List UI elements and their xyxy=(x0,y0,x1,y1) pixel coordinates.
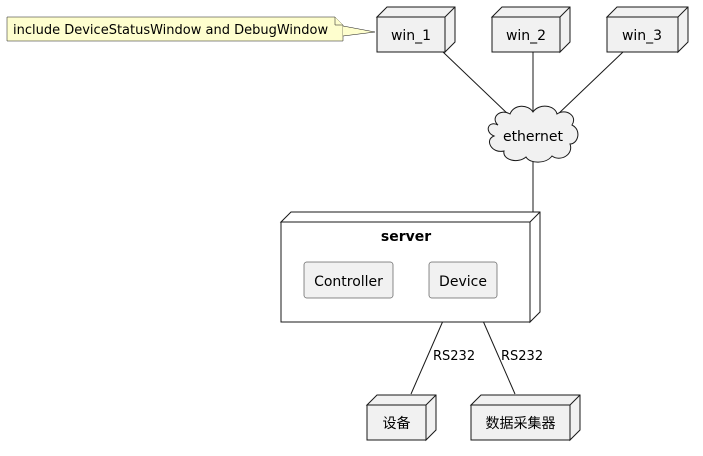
cloud-ethernet: ethernet xyxy=(487,105,579,163)
node-collector-cn-label: 数据采集器 xyxy=(486,415,556,432)
node-win-3-label: win_3 xyxy=(622,28,662,44)
cloud-ethernet-label: ethernet xyxy=(503,129,564,145)
link-label-rs232-a: RS232 xyxy=(433,349,475,364)
node-device-cn: 设备 xyxy=(365,394,437,442)
node-server: server Controller Device xyxy=(279,211,541,324)
node-win-2-label: win_2 xyxy=(506,28,546,44)
node-collector-cn: 数据采集器 xyxy=(469,394,581,442)
node-win-3: win_3 xyxy=(605,6,689,54)
component-device-label: Device xyxy=(439,274,487,290)
edge-win3-ethernet xyxy=(555,51,624,117)
component-controller: Controller xyxy=(303,261,394,299)
node-win-1-label: win_1 xyxy=(391,28,431,44)
server-title: server xyxy=(381,229,431,245)
note-text: include DeviceStatusWindow and DebugWind… xyxy=(13,23,328,38)
component-device: Device xyxy=(428,261,498,299)
node-device-cn-label: 设备 xyxy=(383,415,411,432)
link-label-rs232-b: RS232 xyxy=(501,349,543,364)
component-controller-label: Controller xyxy=(314,274,383,290)
node-win-1: win_1 xyxy=(375,6,456,54)
note: include DeviceStatusWindow and DebugWind… xyxy=(6,16,376,42)
edge-win1-ethernet xyxy=(442,51,511,117)
node-win-2: win_2 xyxy=(490,6,571,54)
